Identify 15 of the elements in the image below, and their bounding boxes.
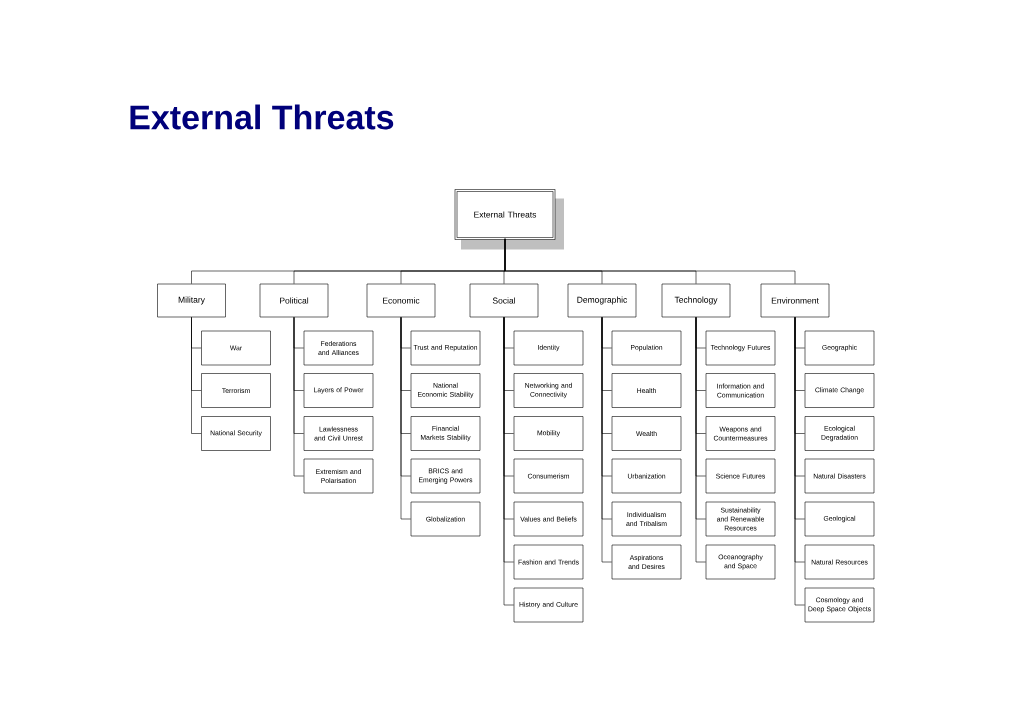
category-box: Technology [661, 283, 731, 318]
connector [601, 317, 612, 563]
connector [400, 317, 411, 520]
category-box: Social [469, 283, 539, 318]
title: External Threats [130, 104, 394, 130]
category-box: Economic [366, 283, 436, 318]
connector [293, 317, 304, 477]
category-box: Military [157, 283, 226, 318]
connector [191, 317, 202, 434]
category-box: Demographic [567, 283, 637, 318]
connector [695, 317, 706, 563]
connector [504, 238, 796, 284]
category-box: Environment [760, 283, 830, 318]
root-box: External Threats [454, 189, 564, 250]
category-box: Political [259, 283, 329, 318]
